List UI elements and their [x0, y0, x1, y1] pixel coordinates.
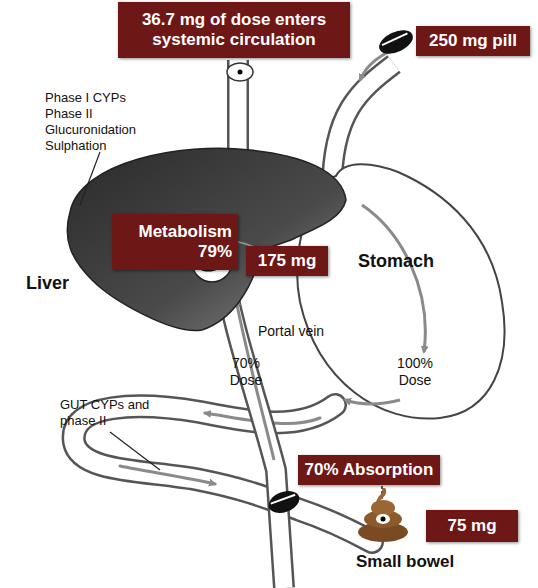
callout-text: Metabolism 79% [118, 222, 232, 262]
dose-fraction-label: 70% Dose [224, 355, 268, 389]
callout-box: Metabolism 79% [112, 214, 238, 270]
callout-text: 36.7 mg of dose enters systemic circulat… [124, 10, 344, 50]
callout-box: 70% Absorption [298, 455, 440, 485]
enzyme-label: Phase I CYPs [45, 90, 165, 106]
callout-content: 70% Absorption [304, 460, 434, 480]
excreted-icon [358, 490, 408, 542]
organ-label: Small bowel [356, 552, 476, 572]
leader-line [80, 152, 100, 205]
enzyme-label: GUT CYPs and phase II [60, 397, 172, 429]
callout-text: 250 mg pill [422, 31, 524, 51]
liver [67, 148, 346, 330]
pill-top-view [227, 63, 253, 81]
callout-box: 75 mg [426, 510, 518, 542]
dose-fraction-label: 100% Dose [390, 355, 440, 389]
callout-content: 75 mg [432, 516, 512, 536]
enzyme-label: Glucuronidation [45, 122, 165, 138]
callout-content: Metabolism 79% [118, 222, 232, 262]
callout-text: 175 mg [252, 251, 322, 271]
callout-box: 250 mg pill [416, 26, 530, 56]
enzyme-label: Phase II [45, 106, 165, 122]
callout-box: 175 mg [246, 246, 328, 276]
callout-content: 36.7 mg of dose enters systemic circulat… [124, 10, 344, 50]
organ-label: Stomach [358, 250, 448, 272]
pill-absorbed [266, 487, 303, 517]
leader-line [110, 432, 160, 470]
callout-box: 36.7 mg of dose enters systemic circulat… [118, 2, 350, 58]
callout-content: 175 mg [252, 251, 322, 271]
pill-icon [375, 25, 416, 58]
vessel-label: Portal vein [258, 323, 348, 340]
callout-text: 70% Absorption [304, 460, 434, 480]
callout-text: 75 mg [432, 516, 512, 536]
enzyme-label: Sulphation [45, 138, 165, 154]
callout-content: 250 mg pill [422, 31, 524, 51]
organ-label: Liver [26, 272, 86, 294]
